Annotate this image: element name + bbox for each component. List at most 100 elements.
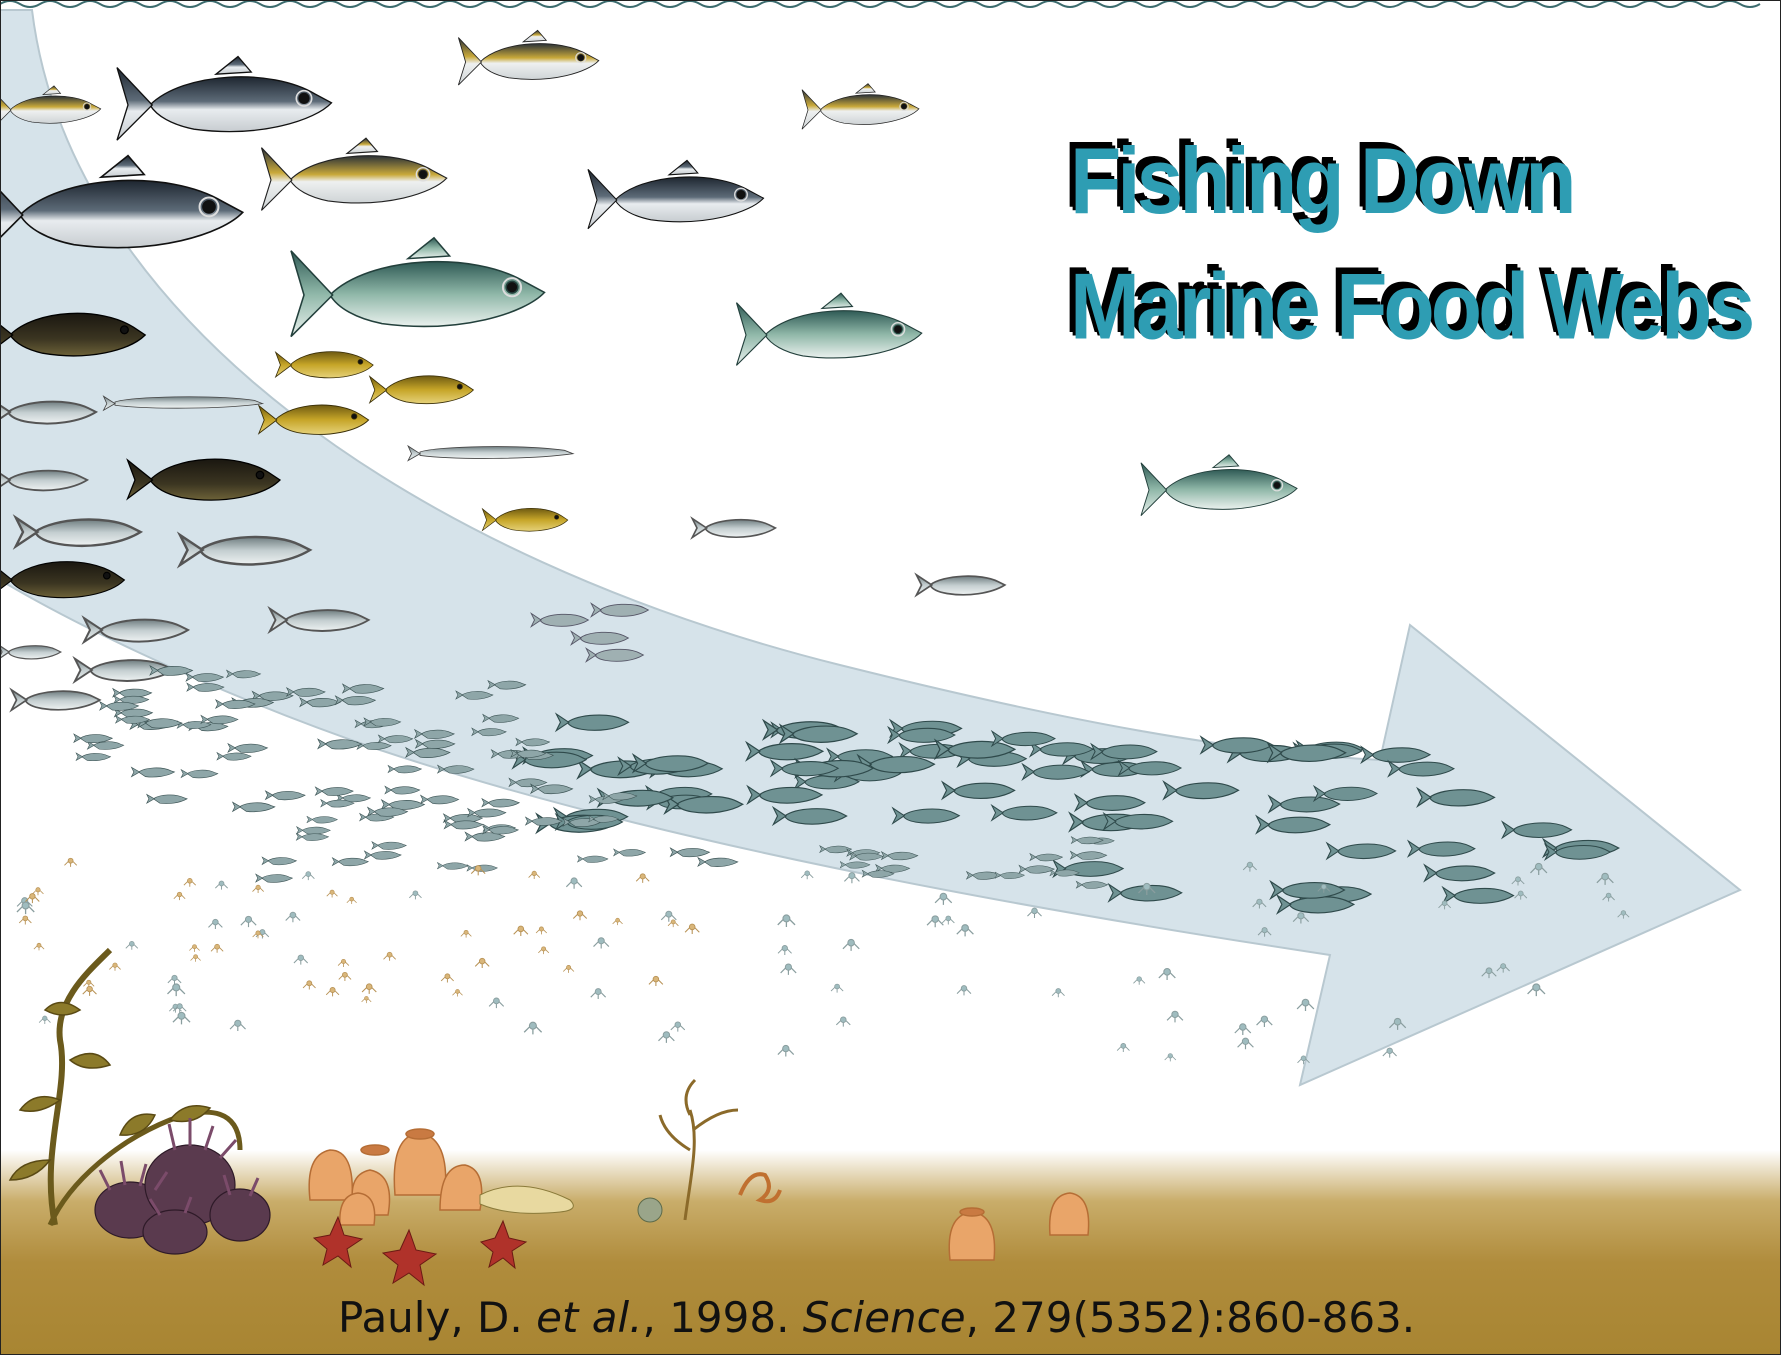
copepod xyxy=(536,927,547,935)
citation-year: , 1998. xyxy=(643,1293,803,1342)
anchovy xyxy=(132,767,175,777)
anchovy xyxy=(262,857,296,865)
plankton xyxy=(489,998,504,1008)
anchovy xyxy=(421,795,459,804)
plankton xyxy=(286,912,300,922)
copepod xyxy=(362,996,372,1003)
plankton xyxy=(566,878,582,889)
plankton xyxy=(409,891,421,900)
copepod xyxy=(189,945,199,952)
copepod xyxy=(339,972,351,981)
plankton xyxy=(167,984,184,996)
title-line-2: Marine Food Webs xyxy=(1070,243,1751,368)
plankton xyxy=(836,1017,850,1027)
plankton xyxy=(1165,1054,1176,1062)
plankton xyxy=(168,975,181,984)
copepod xyxy=(184,878,196,886)
copepod xyxy=(538,947,549,954)
plankton xyxy=(1257,1016,1273,1027)
copepod xyxy=(452,989,462,996)
plankton xyxy=(1383,1048,1397,1058)
copepod xyxy=(174,892,185,900)
copepod xyxy=(441,974,453,983)
plankton xyxy=(935,893,952,905)
anchovy xyxy=(614,849,646,856)
plankton xyxy=(801,871,813,879)
copepod xyxy=(327,890,338,898)
copepod xyxy=(19,916,31,925)
copepod xyxy=(461,930,472,937)
anchovy xyxy=(670,848,709,857)
copepod xyxy=(191,955,201,962)
copepod xyxy=(109,963,120,971)
anchovy xyxy=(364,851,401,859)
citation-et-al: et al. xyxy=(536,1293,642,1342)
anchovy xyxy=(444,820,482,829)
copepod xyxy=(303,981,315,990)
copepod xyxy=(529,871,540,879)
copepod xyxy=(668,920,678,927)
plankton xyxy=(1235,1024,1251,1035)
plankton xyxy=(671,1022,685,1032)
plankton xyxy=(1297,999,1314,1011)
copepod xyxy=(685,924,699,934)
plankton xyxy=(1052,989,1064,998)
anchovy xyxy=(698,858,738,867)
plankton xyxy=(591,989,606,999)
copepod xyxy=(338,959,349,967)
plankton xyxy=(1159,969,1175,981)
plankton xyxy=(843,939,859,950)
copepod xyxy=(362,984,376,994)
copepods xyxy=(19,858,699,1003)
plankton xyxy=(208,919,222,929)
anchovy xyxy=(482,799,519,807)
citation-journal: Science xyxy=(803,1293,966,1342)
plankton xyxy=(173,1012,190,1024)
plankton xyxy=(781,964,797,975)
plankton xyxy=(778,915,795,927)
copepod xyxy=(34,943,44,950)
anchovy xyxy=(265,791,305,800)
anchovy xyxy=(147,794,187,803)
plankton xyxy=(1238,1038,1254,1049)
anchovy xyxy=(437,862,468,869)
copepod xyxy=(636,874,649,883)
plankton xyxy=(1117,1043,1129,1052)
plankton xyxy=(215,881,227,890)
anchovy xyxy=(74,734,112,743)
anchovy xyxy=(307,816,338,823)
copepod xyxy=(347,897,357,904)
copepod xyxy=(326,987,339,996)
plankton xyxy=(230,1020,246,1031)
anchovy xyxy=(577,856,608,863)
copepod xyxy=(573,911,586,920)
plankton xyxy=(1027,908,1041,918)
anchovy xyxy=(296,833,328,840)
plankton xyxy=(126,941,138,949)
plankton xyxy=(1528,984,1545,996)
plankton xyxy=(302,872,314,881)
plankton xyxy=(942,916,954,925)
anchovy xyxy=(297,827,331,835)
plankton xyxy=(1133,977,1145,985)
copepod xyxy=(613,918,623,925)
citation: Pauly, D. et al., 1998. Science, 279(535… xyxy=(338,1293,1415,1342)
anchovy xyxy=(228,744,268,753)
plankton xyxy=(831,984,843,993)
copepod xyxy=(64,858,76,867)
anchovy xyxy=(332,858,368,866)
copepod xyxy=(563,965,574,973)
citation-ref: , 279(5352):860-863. xyxy=(966,1293,1416,1342)
anchovy xyxy=(181,770,218,778)
plankton xyxy=(927,916,943,927)
copepod xyxy=(475,958,489,968)
citation-authors: Pauly, D. xyxy=(338,1293,536,1342)
plankton xyxy=(957,986,971,996)
anchovy xyxy=(256,874,293,882)
copepod xyxy=(514,926,528,936)
plankton xyxy=(39,1016,50,1024)
plankton xyxy=(594,938,609,949)
plankton xyxy=(957,925,974,937)
plankton xyxy=(294,955,308,965)
